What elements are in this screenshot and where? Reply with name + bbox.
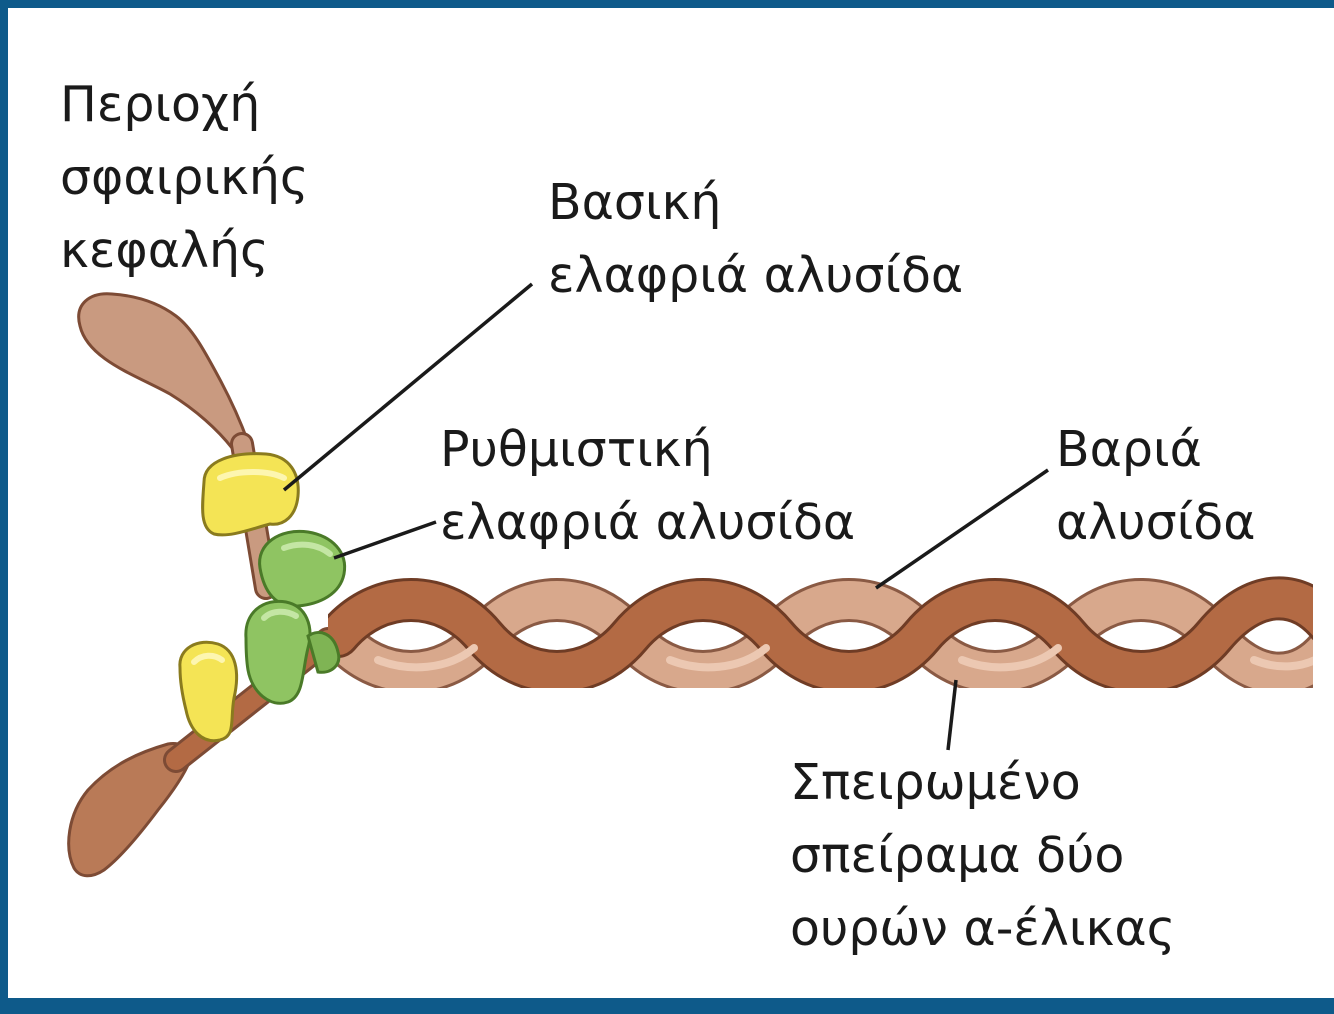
label-essential-light-chain-line-2: ελαφριά αλυσίδα bbox=[548, 239, 963, 312]
myosin-upper-head bbox=[79, 294, 266, 588]
label-regulatory-light-chain-line-1: Ρυθμιστική bbox=[440, 413, 855, 486]
label-heavy-chain-line-1: Βαριά bbox=[1056, 413, 1256, 486]
label-coiled-coil-line-2: σπείραμα δύο bbox=[790, 819, 1175, 892]
leader-line-heavy-chain bbox=[876, 470, 1048, 588]
leader-line-coiled-coil bbox=[948, 680, 956, 750]
label-coiled-coil-line-1: Σπειρωμένο bbox=[790, 746, 1175, 819]
label-globular-head-line-3: κεφαλής bbox=[60, 214, 309, 287]
label-heavy-chain-line-2: αλυσίδα bbox=[1056, 486, 1256, 559]
label-regulatory-light-chain-line-2: ελαφριά αλυσίδα bbox=[440, 486, 855, 559]
label-globular-head-line-2: σφαιρικής bbox=[60, 141, 309, 214]
heavy-chain-tail bbox=[338, 598, 1328, 673]
lower-regulatory-light-chain bbox=[246, 601, 310, 703]
label-essential-light-chain: Βασική ελαφριά αλυσίδα bbox=[548, 166, 963, 312]
label-globular-head-line-1: Περιοχή bbox=[60, 68, 309, 141]
upper-essential-light-chain bbox=[203, 454, 299, 535]
label-coiled-coil-line-3: ουρών α-έλικας bbox=[790, 892, 1175, 965]
label-heavy-chain: Βαριά αλυσίδα bbox=[1056, 413, 1256, 559]
leader-line-regulatory-light-chain bbox=[334, 522, 436, 558]
upper-globular-head bbox=[79, 294, 248, 448]
label-globular-head: Περιοχή σφαιρικής κεφαλής bbox=[60, 68, 309, 287]
label-coiled-coil: Σπειρωμένο σπείραμα δύο ουρών α-έλικας bbox=[790, 746, 1175, 965]
label-regulatory-light-chain: Ρυθμιστική ελαφριά αλυσίδα bbox=[440, 413, 855, 559]
label-essential-light-chain-line-1: Βασική bbox=[548, 166, 963, 239]
